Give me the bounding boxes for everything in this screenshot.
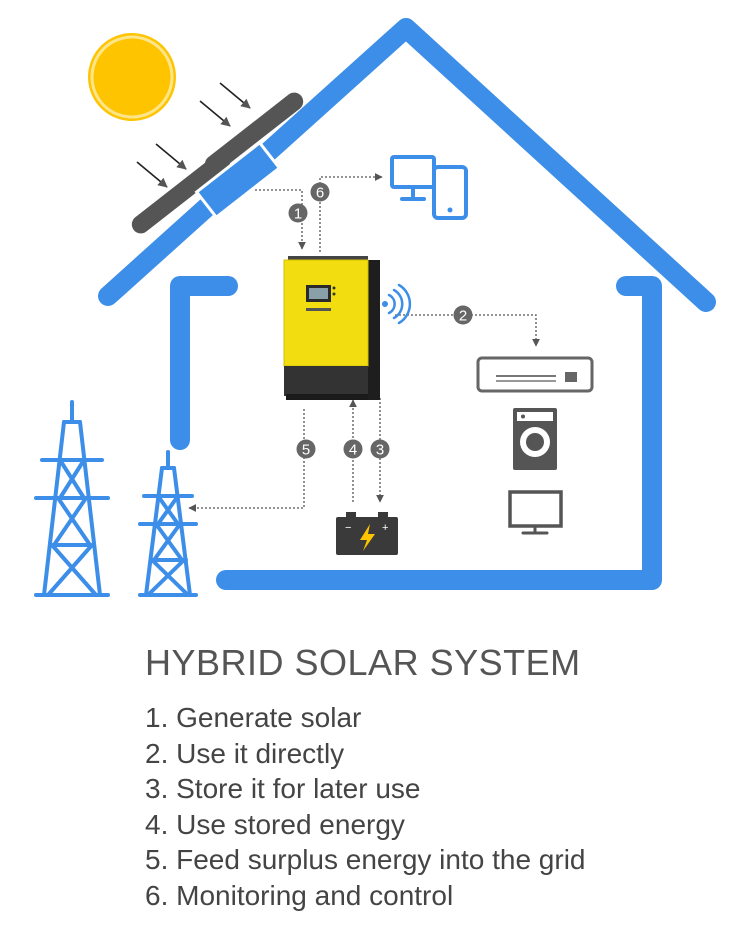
svg-text:5: 5 (302, 442, 310, 459)
hybrid-solar-diagram: 1 6 2 5 4 3 (34, 18, 716, 597)
step-item: 1. Generate solar (145, 702, 362, 733)
badge-1: 1 (288, 203, 308, 223)
flow-line-5 (188, 409, 305, 512)
diagram-title: HYBRID SOLAR SYSTEM (145, 642, 581, 683)
svg-text:6: 6 (316, 185, 324, 202)
step-item: 5. Feed surplus energy into the grid (145, 844, 586, 876)
battery-icon: − + (336, 512, 398, 555)
step-item: 2. Use it directly (145, 737, 345, 769)
power-tower-large (34, 400, 110, 597)
badge-4: 4 (343, 439, 363, 459)
flow-line-2 (395, 314, 540, 347)
badge-5: 5 (296, 439, 316, 459)
monitor-icon (390, 155, 436, 201)
sunlight-arrows (136, 82, 251, 188)
step-item: 3. Store it for later use (145, 773, 421, 805)
solar-panel-icon (131, 92, 304, 234)
power-tower-icon (34, 400, 198, 597)
badge-6: 6 (310, 182, 330, 202)
flow-line-6 (319, 173, 383, 252)
wifi-icon (382, 283, 412, 325)
svg-text:1: 1 (294, 206, 302, 223)
house-wall-right (216, 276, 662, 590)
step-item: 6. Monitoring and control (145, 879, 454, 911)
step-item: 4. Use stored energy (145, 808, 405, 840)
steps-list: 1. Generate solar 2. Use it directly 3. … (145, 700, 585, 914)
air-conditioner-icon (476, 356, 594, 393)
inverter-icon (283, 256, 380, 400)
badge-3: 3 (370, 439, 390, 459)
svg-text:+: + (382, 522, 388, 534)
svg-text:−: − (345, 522, 351, 534)
house-outline (98, 18, 716, 590)
power-tower-small (138, 450, 198, 597)
tv-icon (508, 490, 563, 535)
sun-icon (88, 33, 176, 121)
house-wall-left (170, 276, 238, 450)
house-roof (98, 18, 716, 312)
svg-text:4: 4 (349, 442, 357, 459)
step-badges: 1 6 2 5 4 3 (288, 182, 473, 459)
phone-icon (432, 165, 468, 220)
svg-text:3: 3 (376, 442, 384, 459)
badge-2: 2 (453, 305, 473, 325)
washing-machine-icon (513, 408, 557, 470)
svg-text:2: 2 (459, 308, 467, 325)
